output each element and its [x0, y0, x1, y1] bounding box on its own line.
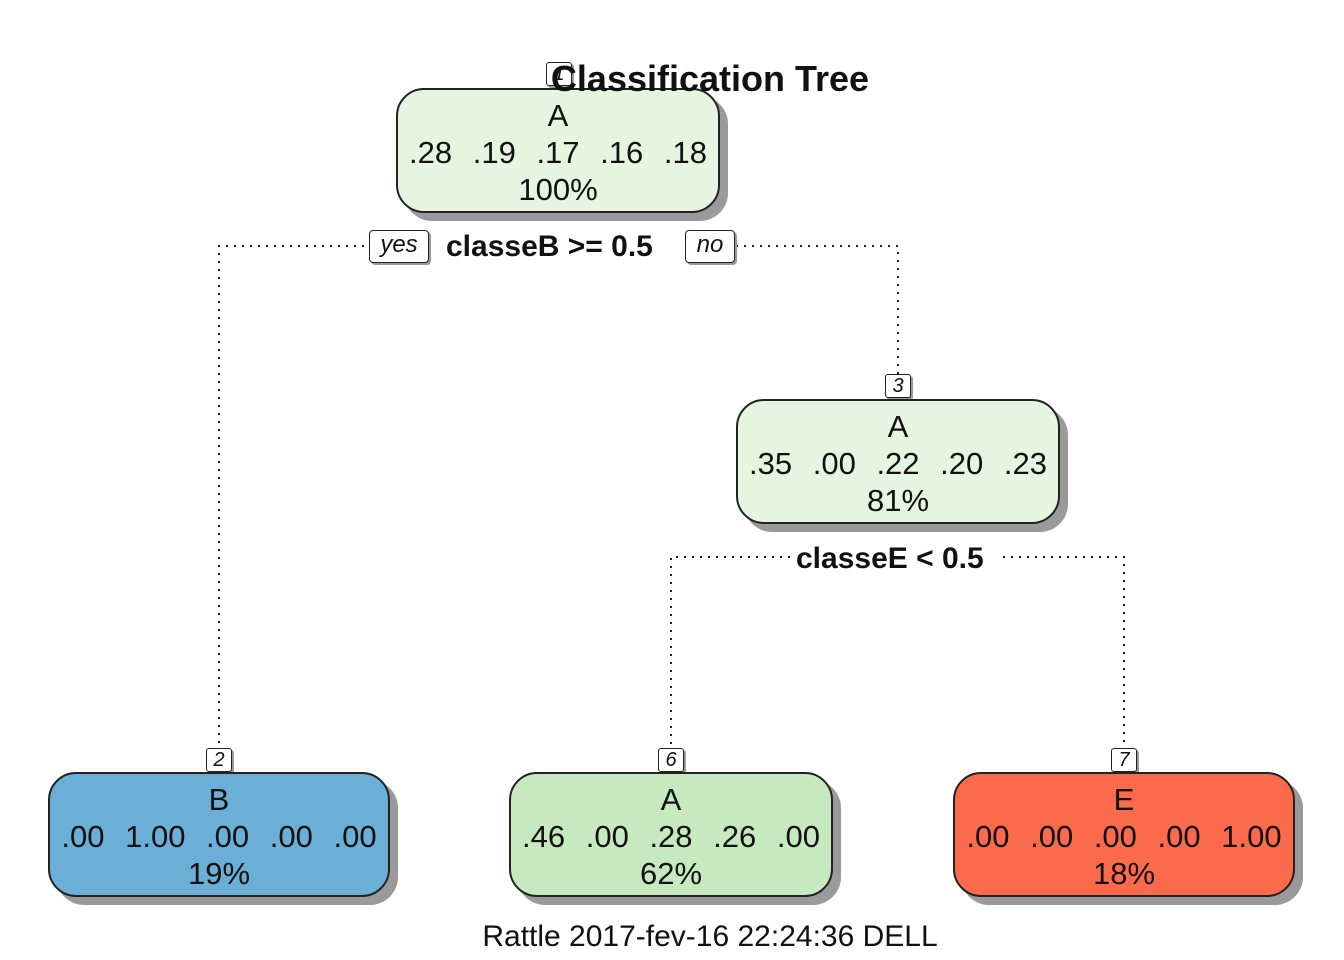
yes-label: yes [369, 230, 429, 263]
node-3-number: 3 [885, 374, 911, 398]
node-2-percent: 19% [187, 856, 251, 891]
split-root: classeB >= 0.5 [440, 230, 659, 264]
no-label: no [685, 230, 735, 263]
node-7-number: 7 [1111, 748, 1137, 772]
node-7-probs: .00 .00 .00 .00 1.00 [966, 819, 1282, 854]
node-2-number: 2 [206, 748, 232, 772]
node-6-percent: 62% [639, 856, 703, 891]
node-7: E .00 .00 .00 .00 1.00 18% [953, 772, 1295, 897]
node-6-class: A [660, 782, 682, 817]
node-1: A .28 .19 .17 .16 .18 100% [396, 88, 720, 213]
node-3-probs: .35 .00 .22 .20 .23 [749, 446, 1047, 481]
footer-caption: Rattle 2017-fev-16 22:24:36 DELL [482, 920, 938, 953]
node-1-class: A [547, 98, 569, 133]
edge-root-to-node3 [736, 245, 899, 374]
node-6-number: 6 [658, 748, 684, 772]
edge-node3-to-node7 [1003, 556, 1125, 748]
node-1-percent: 100% [518, 172, 598, 207]
node-6-probs: .46 .00 .28 .26 .00 [522, 819, 820, 854]
node-2-class: B [208, 782, 230, 817]
node-6: A .46 .00 .28 .26 .00 62% [509, 772, 833, 897]
node-1-probs: .28 .19 .17 .16 .18 [409, 135, 707, 170]
node-1-number: 1 [546, 62, 572, 86]
node-2-probs: .00 1.00 .00 .00 .00 [61, 819, 377, 854]
edge-node3-to-node6 [670, 556, 790, 748]
node-2: B .00 1.00 .00 .00 .00 19% [48, 772, 390, 897]
edge-root-to-node2 [218, 245, 372, 748]
node-7-percent: 18% [1092, 856, 1156, 891]
node-3-class: A [887, 409, 909, 444]
node-7-class: E [1113, 782, 1135, 817]
chart-title: Classification Tree [550, 58, 870, 99]
node-3-percent: 81% [866, 483, 930, 518]
split-node3: classeE < 0.5 [790, 542, 990, 576]
node-3: A .35 .00 .22 .20 .23 81% [736, 399, 1060, 524]
